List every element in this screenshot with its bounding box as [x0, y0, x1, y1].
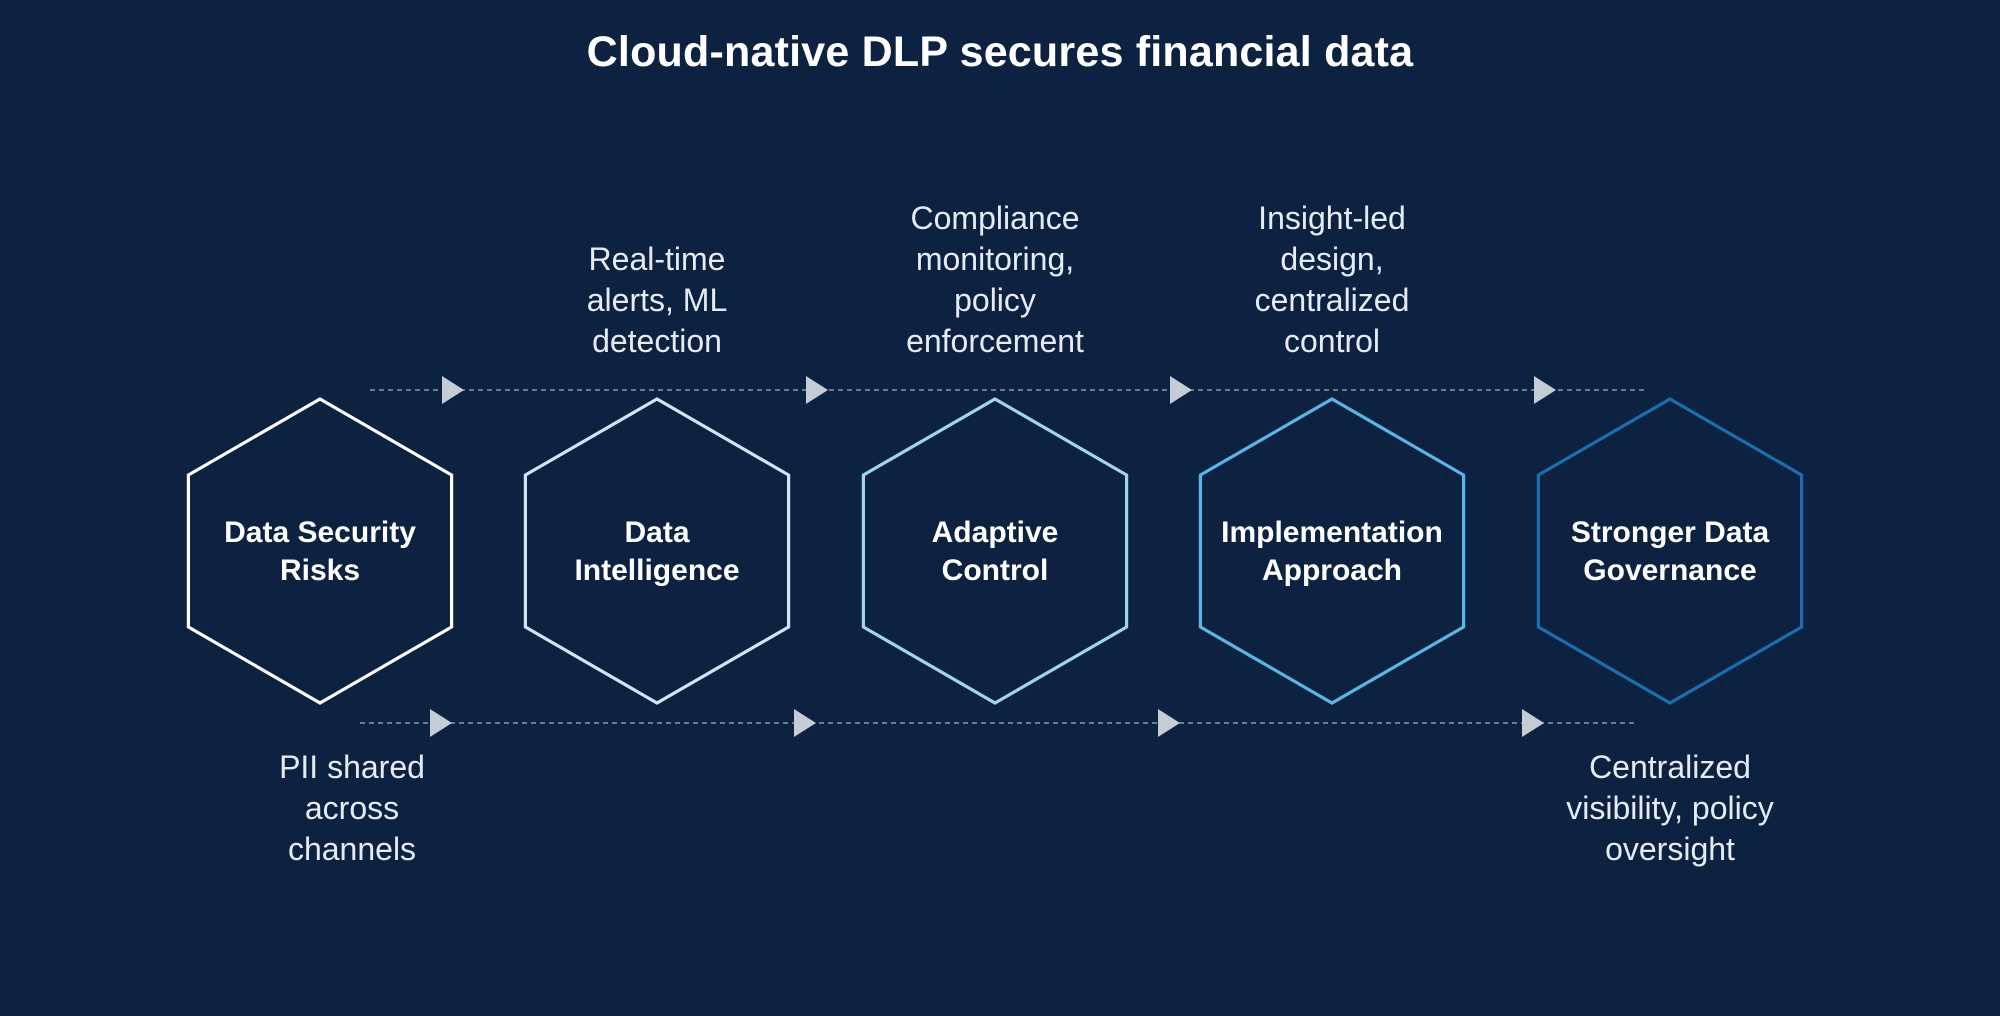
bottom-arrowhead-2: [794, 709, 816, 737]
connector-lines: [360, 376, 1648, 737]
top-arrowhead-2: [806, 376, 828, 404]
stage-hexagon-3: [861, 397, 1129, 705]
top-arrowhead-3: [1170, 376, 1192, 404]
stage-hexagon-4: [1198, 397, 1466, 705]
bottom-arrowhead-4: [1522, 709, 1544, 737]
top-arrowhead-4: [1534, 376, 1556, 404]
top-arrowhead-1: [442, 376, 464, 404]
bottom-arrowhead-3: [1158, 709, 1180, 737]
diagram-title: Cloud-native DLP secures financial data: [586, 28, 1414, 76]
stage-hexagon-2: [523, 397, 791, 705]
stage-hexagon-1: [186, 397, 454, 705]
bottom-arrowhead-1: [430, 709, 452, 737]
stage-hexagon-5: [1536, 397, 1804, 705]
